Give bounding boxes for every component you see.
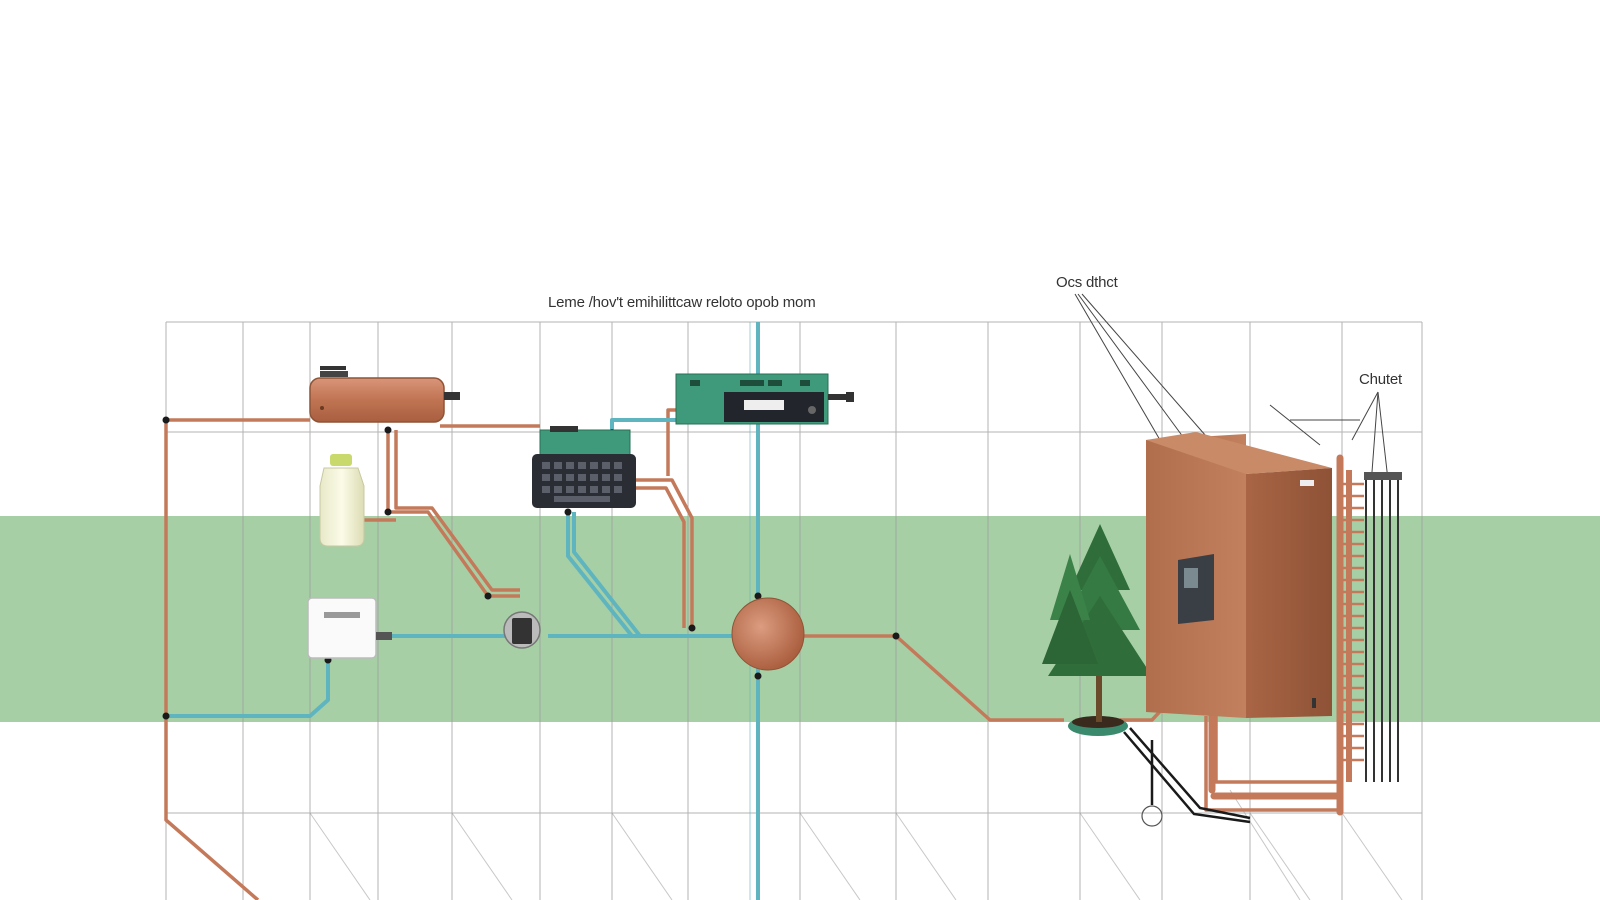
- control-panel-icon: [675, 373, 846, 425]
- radiator-coil-icon: [1342, 470, 1402, 782]
- keypad-device-icon: [532, 426, 636, 508]
- callout-label-far-right: Chutet: [1359, 371, 1402, 388]
- valve-icon: [503, 611, 541, 649]
- copper-tank-icon: [309, 371, 460, 423]
- device-tags: [320, 366, 854, 430]
- cable-end-ring: [1141, 805, 1163, 827]
- hatch-lines: [309, 789, 1403, 900]
- junction-box-icon: [307, 597, 392, 659]
- pump-ball-icon: [731, 597, 805, 671]
- teal-pipes: [166, 418, 732, 718]
- black-cables: [1123, 727, 1251, 824]
- callout-label-right: Ocs dthct: [1056, 274, 1118, 291]
- copper-thick-pipes: [1208, 454, 1344, 816]
- bottle-icon: [319, 454, 365, 547]
- top-caption: Leme /hov't emihilittcaw reloto opob mom: [548, 294, 816, 311]
- pine-tree-icon: [1042, 524, 1152, 736]
- copper-cabinet-icon: [1146, 432, 1332, 718]
